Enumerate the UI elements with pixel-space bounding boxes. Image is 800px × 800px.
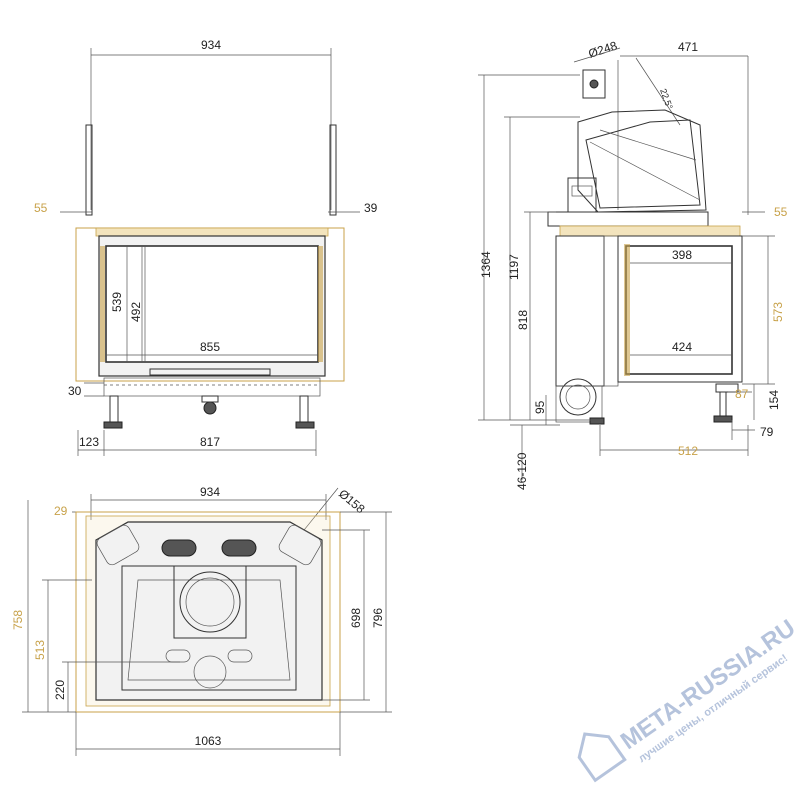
side-view: 471 Ø248 22,5° 398 424 [478, 38, 788, 490]
top-depth-698-label: 698 [349, 608, 363, 628]
house-logo-icon [577, 732, 627, 783]
top-depth-inner-label: 513 [33, 640, 47, 660]
front-foot-height-label: 30 [68, 384, 82, 398]
front-foot-offset-label: 123 [79, 435, 99, 449]
side-foot-range-label: 46-120 [515, 452, 529, 490]
top-width-label: 934 [200, 485, 220, 499]
side-angle-label: 22,5° [658, 87, 675, 111]
side-outlet-height-label: 1197 [507, 254, 521, 280]
side-bottom-offset-label: 87 [735, 387, 749, 401]
front-right-offset-label: 39 [364, 201, 378, 215]
front-left-offset-label: 55 [34, 201, 48, 215]
top-depth-total-label: 758 [11, 610, 25, 630]
top-depth-796-label: 796 [371, 608, 385, 628]
front-view: 934 55 39 539 492 855 [34, 38, 378, 456]
top-left-gap-label: 29 [54, 504, 68, 518]
side-total-height-label: 1364 [479, 251, 493, 278]
top-depth-front-label: 220 [53, 680, 67, 700]
watermark-brand: МЕТА-RUSSIA.RU [616, 615, 800, 756]
top-view: 934 Ø158 29 758 513 [11, 485, 392, 756]
side-inner-height-label: 818 [516, 310, 530, 330]
top-total-width-label: 1063 [195, 734, 222, 748]
front-base-width-label: 817 [200, 435, 220, 449]
front-inner-height-label: 539 [110, 292, 124, 312]
side-window-bottom-label: 424 [672, 340, 692, 354]
front-glass-width-label: 855 [200, 340, 220, 354]
side-base-height-label: 154 [767, 390, 781, 410]
front-width-label: 934 [201, 38, 221, 52]
side-base-depth-label: 512 [678, 444, 698, 458]
side-window-height-label: 573 [771, 302, 785, 322]
side-foot-depth-label: 79 [760, 425, 774, 439]
side-depth-label: 471 [678, 40, 698, 54]
side-right-offset-label: 55 [774, 205, 788, 219]
watermark: МЕТА-RUSSIA.RU лучшие цены, отличный сер… [577, 615, 800, 783]
side-foot-height-label: 95 [533, 400, 547, 414]
front-glass-height-label: 492 [129, 302, 143, 322]
side-window-top-label: 398 [672, 248, 692, 262]
